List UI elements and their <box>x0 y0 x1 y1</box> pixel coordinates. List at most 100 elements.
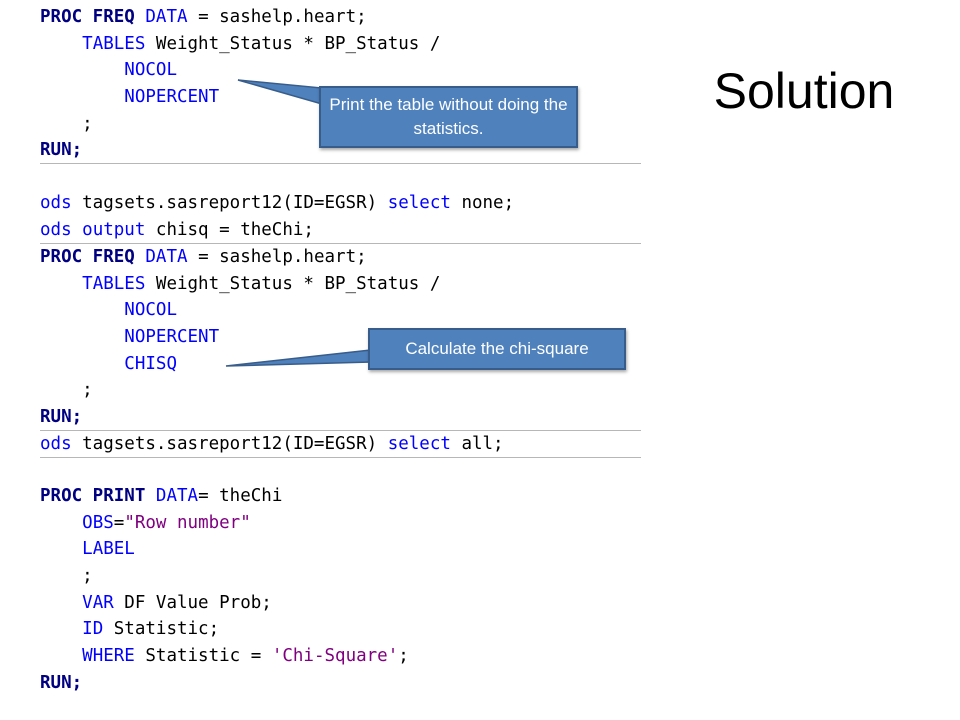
code-line: RUN; <box>40 670 409 697</box>
code-line: PROC PRINT DATA= theChi <box>40 483 409 510</box>
code-token: TABLES <box>82 33 146 54</box>
code-block-proc-print: PROC PRINT DATA= theChi OBS="Row number"… <box>40 483 409 697</box>
code-line: PROC FREQ DATA = sashelp.heart; <box>40 244 440 271</box>
code-token: Statistic = <box>134 646 272 667</box>
code-block-ods-select-all: ods tagsets.sasreport12(ID=EGSR) select … <box>40 431 504 458</box>
callout-print-without-stats: Print the table without doing the statis… <box>319 86 578 148</box>
code-line: PROC FREQ DATA = sashelp.heart; <box>40 4 440 31</box>
code-token: ID <box>82 619 104 640</box>
code-token: select <box>387 193 451 213</box>
code-token: NOPERCENT <box>124 327 220 348</box>
code-token <box>40 539 82 559</box>
code-token: 'Chi-Square' <box>271 646 399 667</box>
code-token <box>135 7 146 27</box>
code-token: Statistic; <box>103 619 220 640</box>
code-token: NOCOL <box>124 300 177 321</box>
code-token: ods <box>40 219 72 240</box>
code-token: PROC PRINT <box>40 486 146 506</box>
code-line: NOPERCENT <box>40 324 440 351</box>
code-token: LABEL <box>82 539 135 560</box>
callout-text: Calculate the chi-square <box>405 339 589 358</box>
code-token: Weight_Status * BP_Status / <box>145 33 441 54</box>
code-token: OBS <box>82 512 114 533</box>
code-line: NOCOL <box>40 57 440 84</box>
code-token <box>145 486 156 506</box>
code-token: ods <box>40 434 72 454</box>
separator <box>40 163 641 164</box>
code-line: CHISQ <box>40 351 440 378</box>
code-token: = <box>113 512 125 533</box>
code-token: RUN; <box>40 672 83 693</box>
code-token: DATA <box>145 247 188 267</box>
code-token: select <box>387 434 451 454</box>
code-line: LABEL <box>40 536 409 563</box>
code-token <box>40 60 124 80</box>
separator <box>40 457 641 458</box>
separator <box>40 430 641 431</box>
code-token <box>40 34 82 54</box>
code-token: PROC FREQ <box>40 7 135 27</box>
code-token: all; <box>450 434 504 454</box>
code-token <box>40 646 82 666</box>
code-line: TABLES Weight_Status * BP_Status / <box>40 271 440 298</box>
code-token <box>40 87 124 107</box>
code-line: ; <box>40 377 440 404</box>
callout-text: Print the table without doing the statis… <box>329 95 568 138</box>
code-token: ; <box>40 380 93 401</box>
code-token <box>40 300 124 320</box>
code-token: = theChi <box>198 486 283 506</box>
slide-title: Solution <box>713 63 895 119</box>
code-line: ods output chisq = theChi; <box>40 217 514 244</box>
code-token: "Row number" <box>124 512 251 533</box>
code-token: NOCOL <box>124 60 177 81</box>
code-token: ; <box>398 646 409 667</box>
code-token: output <box>82 219 146 240</box>
code-token: = sashelp.heart; <box>187 7 367 27</box>
code-line: WHERE Statistic = 'Chi-Square'; <box>40 643 409 670</box>
code-token <box>135 247 146 267</box>
code-line: ; <box>40 111 440 138</box>
code-line: ods tagsets.sasreport12(ID=EGSR) select … <box>40 190 514 217</box>
code-token: ; <box>40 113 93 134</box>
code-token: RUN; <box>40 407 83 428</box>
code-line: VAR DF Value Prob; <box>40 590 409 617</box>
code-token: CHISQ <box>124 353 177 374</box>
code-token: TABLES <box>82 273 146 294</box>
code-line: RUN; <box>40 404 440 431</box>
code-block-proc-freq-1: PROC FREQ DATA = sashelp.heart; TABLES W… <box>40 4 440 164</box>
code-token: DATA <box>145 7 188 27</box>
code-token <box>40 513 82 533</box>
code-line: TABLES Weight_Status * BP_Status / <box>40 31 440 58</box>
code-token <box>40 327 124 347</box>
code-token: NOPERCENT <box>124 87 220 108</box>
code-line: OBS="Row number" <box>40 510 409 537</box>
code-block-proc-freq-2: PROC FREQ DATA = sashelp.heart; TABLES W… <box>40 244 440 431</box>
code-line: NOCOL <box>40 297 440 324</box>
code-block-ods-select-none: ods tagsets.sasreport12(ID=EGSR) select … <box>40 190 514 243</box>
code-token <box>40 354 124 374</box>
code-token: none; <box>450 193 515 213</box>
code-token <box>40 619 82 639</box>
code-token <box>72 220 83 240</box>
code-line: RUN; <box>40 137 440 164</box>
code-token: VAR <box>82 592 114 613</box>
code-line: NOPERCENT <box>40 84 440 111</box>
code-token: DF Value Prob; <box>113 592 272 613</box>
code-token: WHERE <box>82 646 135 667</box>
code-line: ID Statistic; <box>40 616 409 643</box>
separator <box>40 243 641 244</box>
code-token <box>40 593 82 613</box>
code-token: Weight_Status * BP_Status / <box>145 273 441 294</box>
code-token: tagsets.sasreport12(ID=EGSR) <box>71 434 388 454</box>
code-token: tagsets.sasreport12(ID=EGSR) <box>71 193 388 213</box>
code-token: DATA <box>155 486 199 506</box>
code-token: PROC FREQ <box>40 247 135 267</box>
code-token: ods <box>40 193 72 213</box>
code-token: = sashelp.heart; <box>187 247 367 267</box>
code-token <box>40 274 82 294</box>
callout-chi-square: Calculate the chi-square <box>368 328 626 370</box>
code-token: ; <box>40 566 93 587</box>
code-token: chisq = theChi; <box>145 219 314 240</box>
code-token: RUN; <box>40 140 83 161</box>
